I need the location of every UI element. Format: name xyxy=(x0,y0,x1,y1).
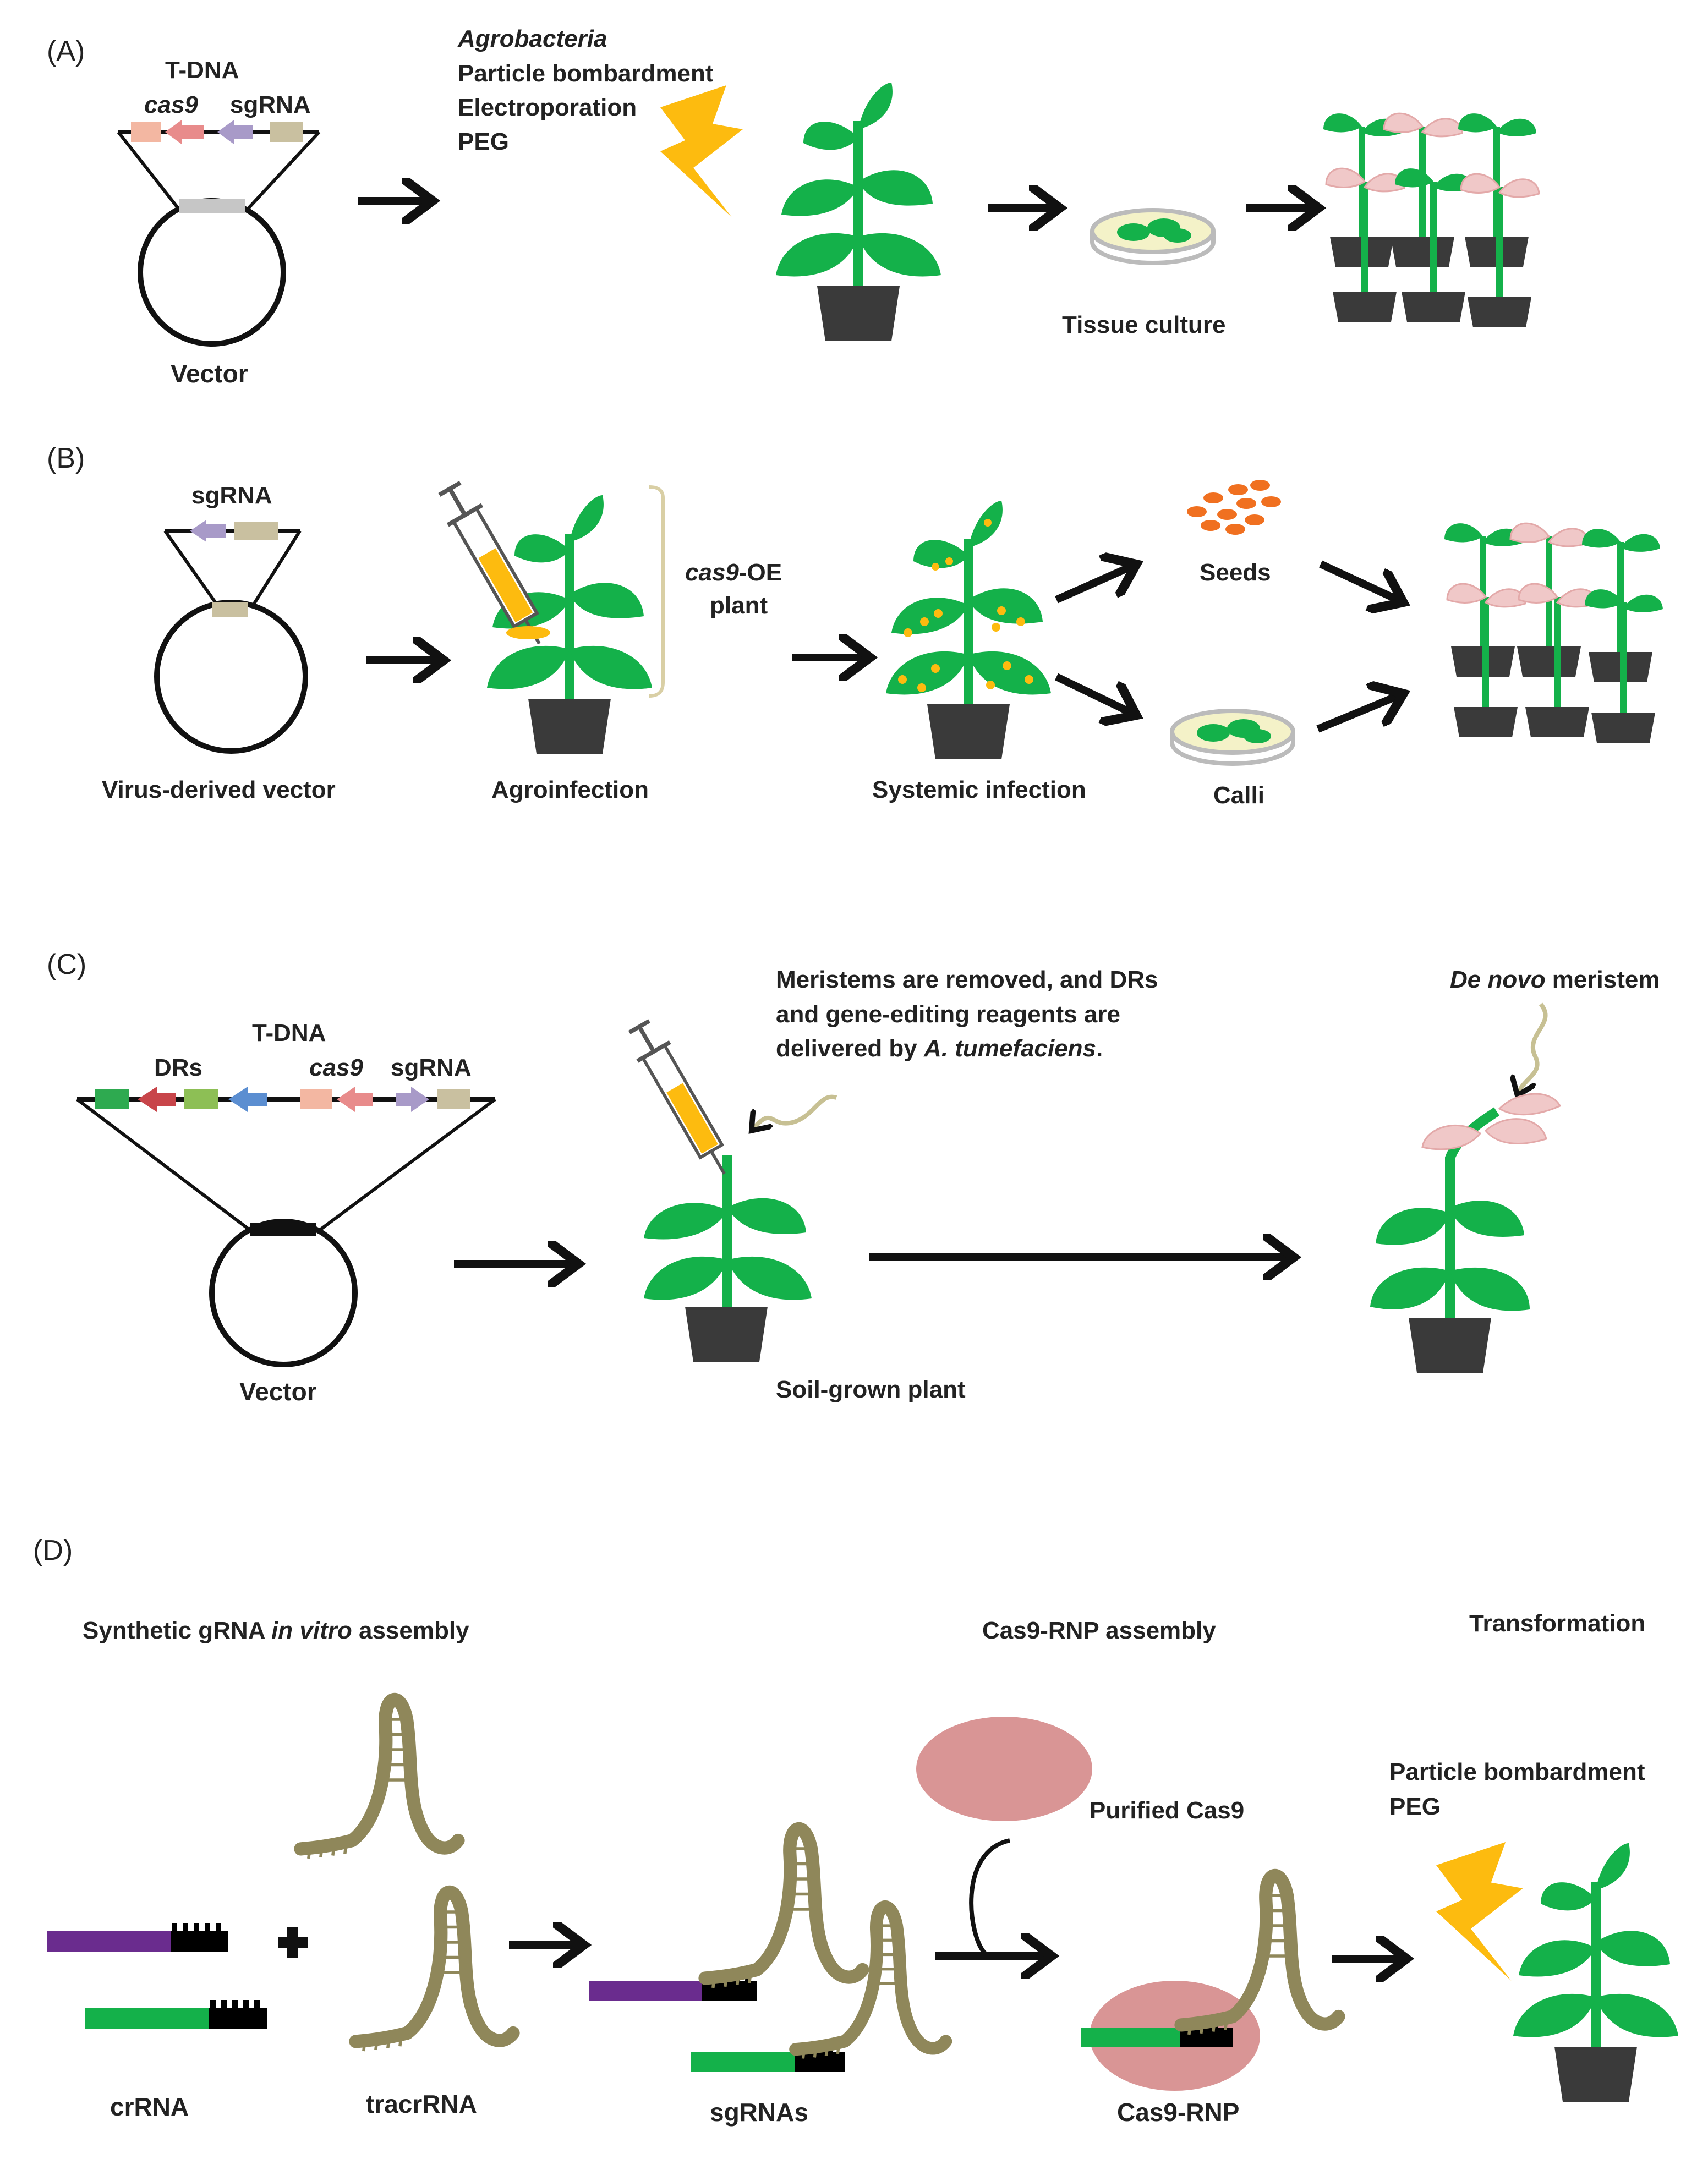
systemic-plant-icon xyxy=(886,501,1051,759)
panel-d-label: (D) xyxy=(33,1535,73,1566)
panel-c: (C) T-DNA DRs cas9 sgRNA Vector xyxy=(47,949,1660,1406)
calli-dish-icon xyxy=(1172,711,1293,764)
panel-a-label: (A) xyxy=(47,35,85,67)
method-agrobacteria: Agrobacteria xyxy=(457,25,607,52)
virus-vector-label: Virus-derived vector xyxy=(102,776,336,803)
rnp-assembly-label: Cas9-RNP assembly xyxy=(982,1617,1216,1644)
cas9-rnp-icon xyxy=(1081,1876,1339,2091)
svg-text:cas9-OE: cas9-OE xyxy=(685,559,782,586)
purified-cas9-icon xyxy=(916,1717,1092,1821)
plus-icon xyxy=(278,1927,308,1958)
denovo-italic: De novo xyxy=(1450,966,1546,993)
note-line3-prefix: delivered by xyxy=(776,1035,924,1062)
petri-dish-icon xyxy=(1092,210,1213,263)
panel-b-label: (B) xyxy=(47,442,85,474)
viral-construct xyxy=(154,520,308,754)
denovo-curved-arrow xyxy=(1519,1002,1548,1092)
calli-label: Calli xyxy=(1213,782,1264,809)
synthetic-italic: in vitro xyxy=(271,1617,352,1644)
d-lightning-bolt-icon xyxy=(1436,1842,1523,1981)
c-vector-label: Vector xyxy=(239,1377,317,1406)
arrow-b6 xyxy=(1316,696,1398,733)
cas9-oe-italic: cas9 xyxy=(685,559,739,586)
lightning-bolt-icon xyxy=(660,85,743,217)
cas9-label: cas9 xyxy=(144,91,198,118)
method-electroporation: Electroporation xyxy=(458,94,637,121)
seeds-icon xyxy=(1187,480,1281,535)
plant-icon xyxy=(776,83,941,341)
panel-d: (D) Synthetic gRNA in vitro assembly Cas… xyxy=(33,1535,1678,2127)
regenerated-plants xyxy=(1323,113,1539,327)
transformation-label: Transformation xyxy=(1469,1610,1645,1637)
sgrnas-icon xyxy=(589,1829,946,2072)
c-curved-arrow xyxy=(754,1094,837,1128)
tissue-culture-label: Tissue culture xyxy=(1062,311,1226,338)
crrna-icon xyxy=(47,1923,267,2029)
svg-text:Synthetic gRNA in vitro assemb: Synthetic gRNA in vitro assembly xyxy=(83,1617,469,1644)
c-tdna-construct xyxy=(76,1087,496,1367)
tracrrna-label: tracrRNA xyxy=(366,2090,477,2118)
method-particle-bombardment: Particle bombardment xyxy=(458,60,714,87)
drs-label: DRs xyxy=(154,1054,202,1081)
d-plant-icon xyxy=(1513,1843,1678,2102)
note-line2: and gene-editing reagents are xyxy=(776,1001,1120,1028)
purified-cas9-label: Purified Cas9 xyxy=(1090,1797,1244,1824)
soil-plant-icon xyxy=(644,1155,812,1362)
d-method-peg: PEG xyxy=(1389,1793,1441,1820)
tdna-construct xyxy=(117,120,321,211)
cas9-rnp-label: Cas9-RNP xyxy=(1117,2098,1239,2127)
b-sgrna-label: sgRNA xyxy=(191,482,272,509)
seeds-label: Seeds xyxy=(1200,559,1271,586)
denovo-plant-icon xyxy=(1370,1093,1562,1373)
plant-bracket xyxy=(649,485,665,698)
panel-b: (B) sgRNA Virus-derived vector cas9-OE p… xyxy=(47,442,1663,809)
synthetic-suffix: assembly xyxy=(352,1617,469,1644)
systemic-infection-label: Systemic infection xyxy=(872,776,1086,803)
arrow-b5 xyxy=(1319,560,1398,600)
b-regenerated-plants xyxy=(1444,523,1663,743)
c-tdna-label: T-DNA xyxy=(252,1020,326,1046)
crrna-label: crRNA xyxy=(110,2092,189,2121)
method-peg: PEG xyxy=(458,128,509,155)
synthetic-prefix: Synthetic gRNA xyxy=(83,1617,271,1644)
c-sgrna-label: sgRNA xyxy=(391,1054,472,1081)
panel-c-label: (C) xyxy=(47,949,86,980)
svg-text:delivered by A. tumefaciens.: delivered by A. tumefaciens. xyxy=(776,1035,1103,1062)
sgrna-label: sgRNA xyxy=(230,91,311,118)
cas9-oe-suffix: -OE xyxy=(739,559,782,586)
cas9-join-line xyxy=(969,1838,1010,1955)
tdna-label: T-DNA xyxy=(165,57,239,84)
vector-label: Vector xyxy=(171,359,248,388)
arrow-b3 xyxy=(1055,567,1131,604)
note-line3-suffix: . xyxy=(1096,1035,1103,1062)
arrow-b4 xyxy=(1054,673,1131,713)
plasmid-vector xyxy=(138,198,286,347)
tracrrna-icon xyxy=(301,1700,513,2051)
cas9-oe-plant-label: plant xyxy=(710,592,768,619)
svg-text:De novo meristem: De novo meristem xyxy=(1450,966,1660,993)
note-line3-italic: A. tumefaciens xyxy=(923,1035,1096,1062)
denovo-rest: meristem xyxy=(1546,966,1660,993)
sgrnas-label: sgRNAs xyxy=(710,2098,808,2127)
c-cas9-label: cas9 xyxy=(309,1054,363,1081)
panel-a: (A) T-DNA cas9 sgRNA Vector Agrobacteria… xyxy=(47,25,1539,388)
note-line1: Meristems are removed, and DRs xyxy=(776,966,1158,993)
soil-plant-label: Soil-grown plant xyxy=(776,1376,966,1403)
d-method-particle-bombardment: Particle bombardment xyxy=(1389,1758,1645,1785)
injection-spot xyxy=(506,626,550,639)
agroinfection-label: Agroinfection xyxy=(491,776,649,803)
